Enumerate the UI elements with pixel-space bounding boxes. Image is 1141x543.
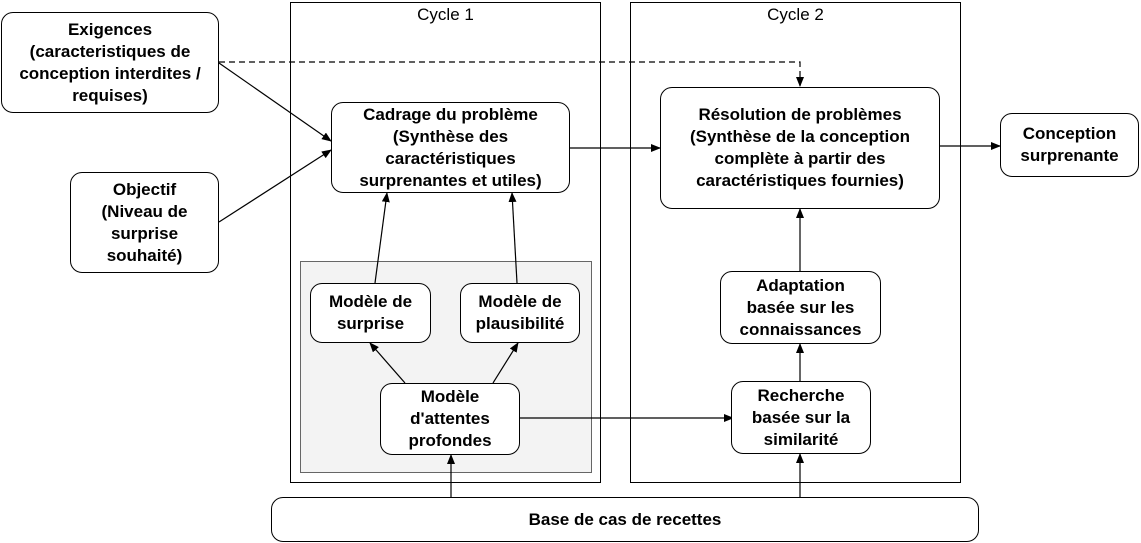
base-de-cas-box: Base de cas de recettes	[271, 497, 979, 542]
cycle-1-title: Cycle 1	[417, 5, 474, 24]
arrow-exigences-cadrage	[218, 62, 332, 142]
adaptation-box: Adaptation basée sur les connaissances	[720, 271, 881, 344]
resolution-box: Résolution de problèmes (Synthèse de la …	[660, 87, 940, 209]
arrow-attentes-plausibilite	[492, 342, 519, 384]
recherche-box: Recherche basée sur la similarité	[731, 381, 871, 454]
objectif-box: Objectif (Niveau de surprise souhaité)	[70, 172, 219, 273]
arrow-objectif-cadrage	[218, 149, 332, 223]
arrow-plausibilite-cadrage	[508, 192, 518, 284]
arrow-surprise-cadrage	[374, 192, 390, 284]
cadrage-box: Cadrage du problème (Synthèse des caract…	[331, 102, 570, 193]
cycle-2-title: Cycle 2	[767, 5, 824, 24]
resolution-label: Résolution de problèmes (Synthèse de la …	[689, 105, 911, 190]
arrow-exigences-resolution	[219, 61, 804, 87]
conception-label: Conception surprenante	[1020, 124, 1119, 165]
exigences-label: Exigences (caracteristiques de conceptio…	[19, 19, 201, 105]
modele-plausibilite-box: Modèle de plausibilité	[460, 283, 580, 343]
modele-surprise-label: Modèle de surprise	[328, 292, 413, 333]
modele-plausibilite-label: Modèle de plausibilité	[475, 292, 565, 333]
objectif-label: Objectif (Niveau de surprise souhaité)	[101, 179, 188, 265]
modele-attentes-label: Modèle d'attentes profondes	[408, 387, 492, 450]
adaptation-label: Adaptation basée sur les connaissances	[739, 275, 862, 339]
arrow-attentes-surprise	[369, 342, 406, 384]
conception-box: Conception surprenante	[1000, 113, 1139, 177]
modele-attentes-box: Modèle d'attentes profondes	[380, 383, 520, 455]
modele-surprise-box: Modèle de surprise	[310, 283, 431, 343]
recherche-label: Recherche basée sur la similarité	[751, 385, 851, 449]
base-de-cas-label: Base de cas de recettes	[528, 509, 722, 529]
cadrage-label: Cadrage du problème (Synthèse des caract…	[359, 104, 542, 190]
exigences-box: Exigences (caracteristiques de conceptio…	[1, 12, 219, 113]
